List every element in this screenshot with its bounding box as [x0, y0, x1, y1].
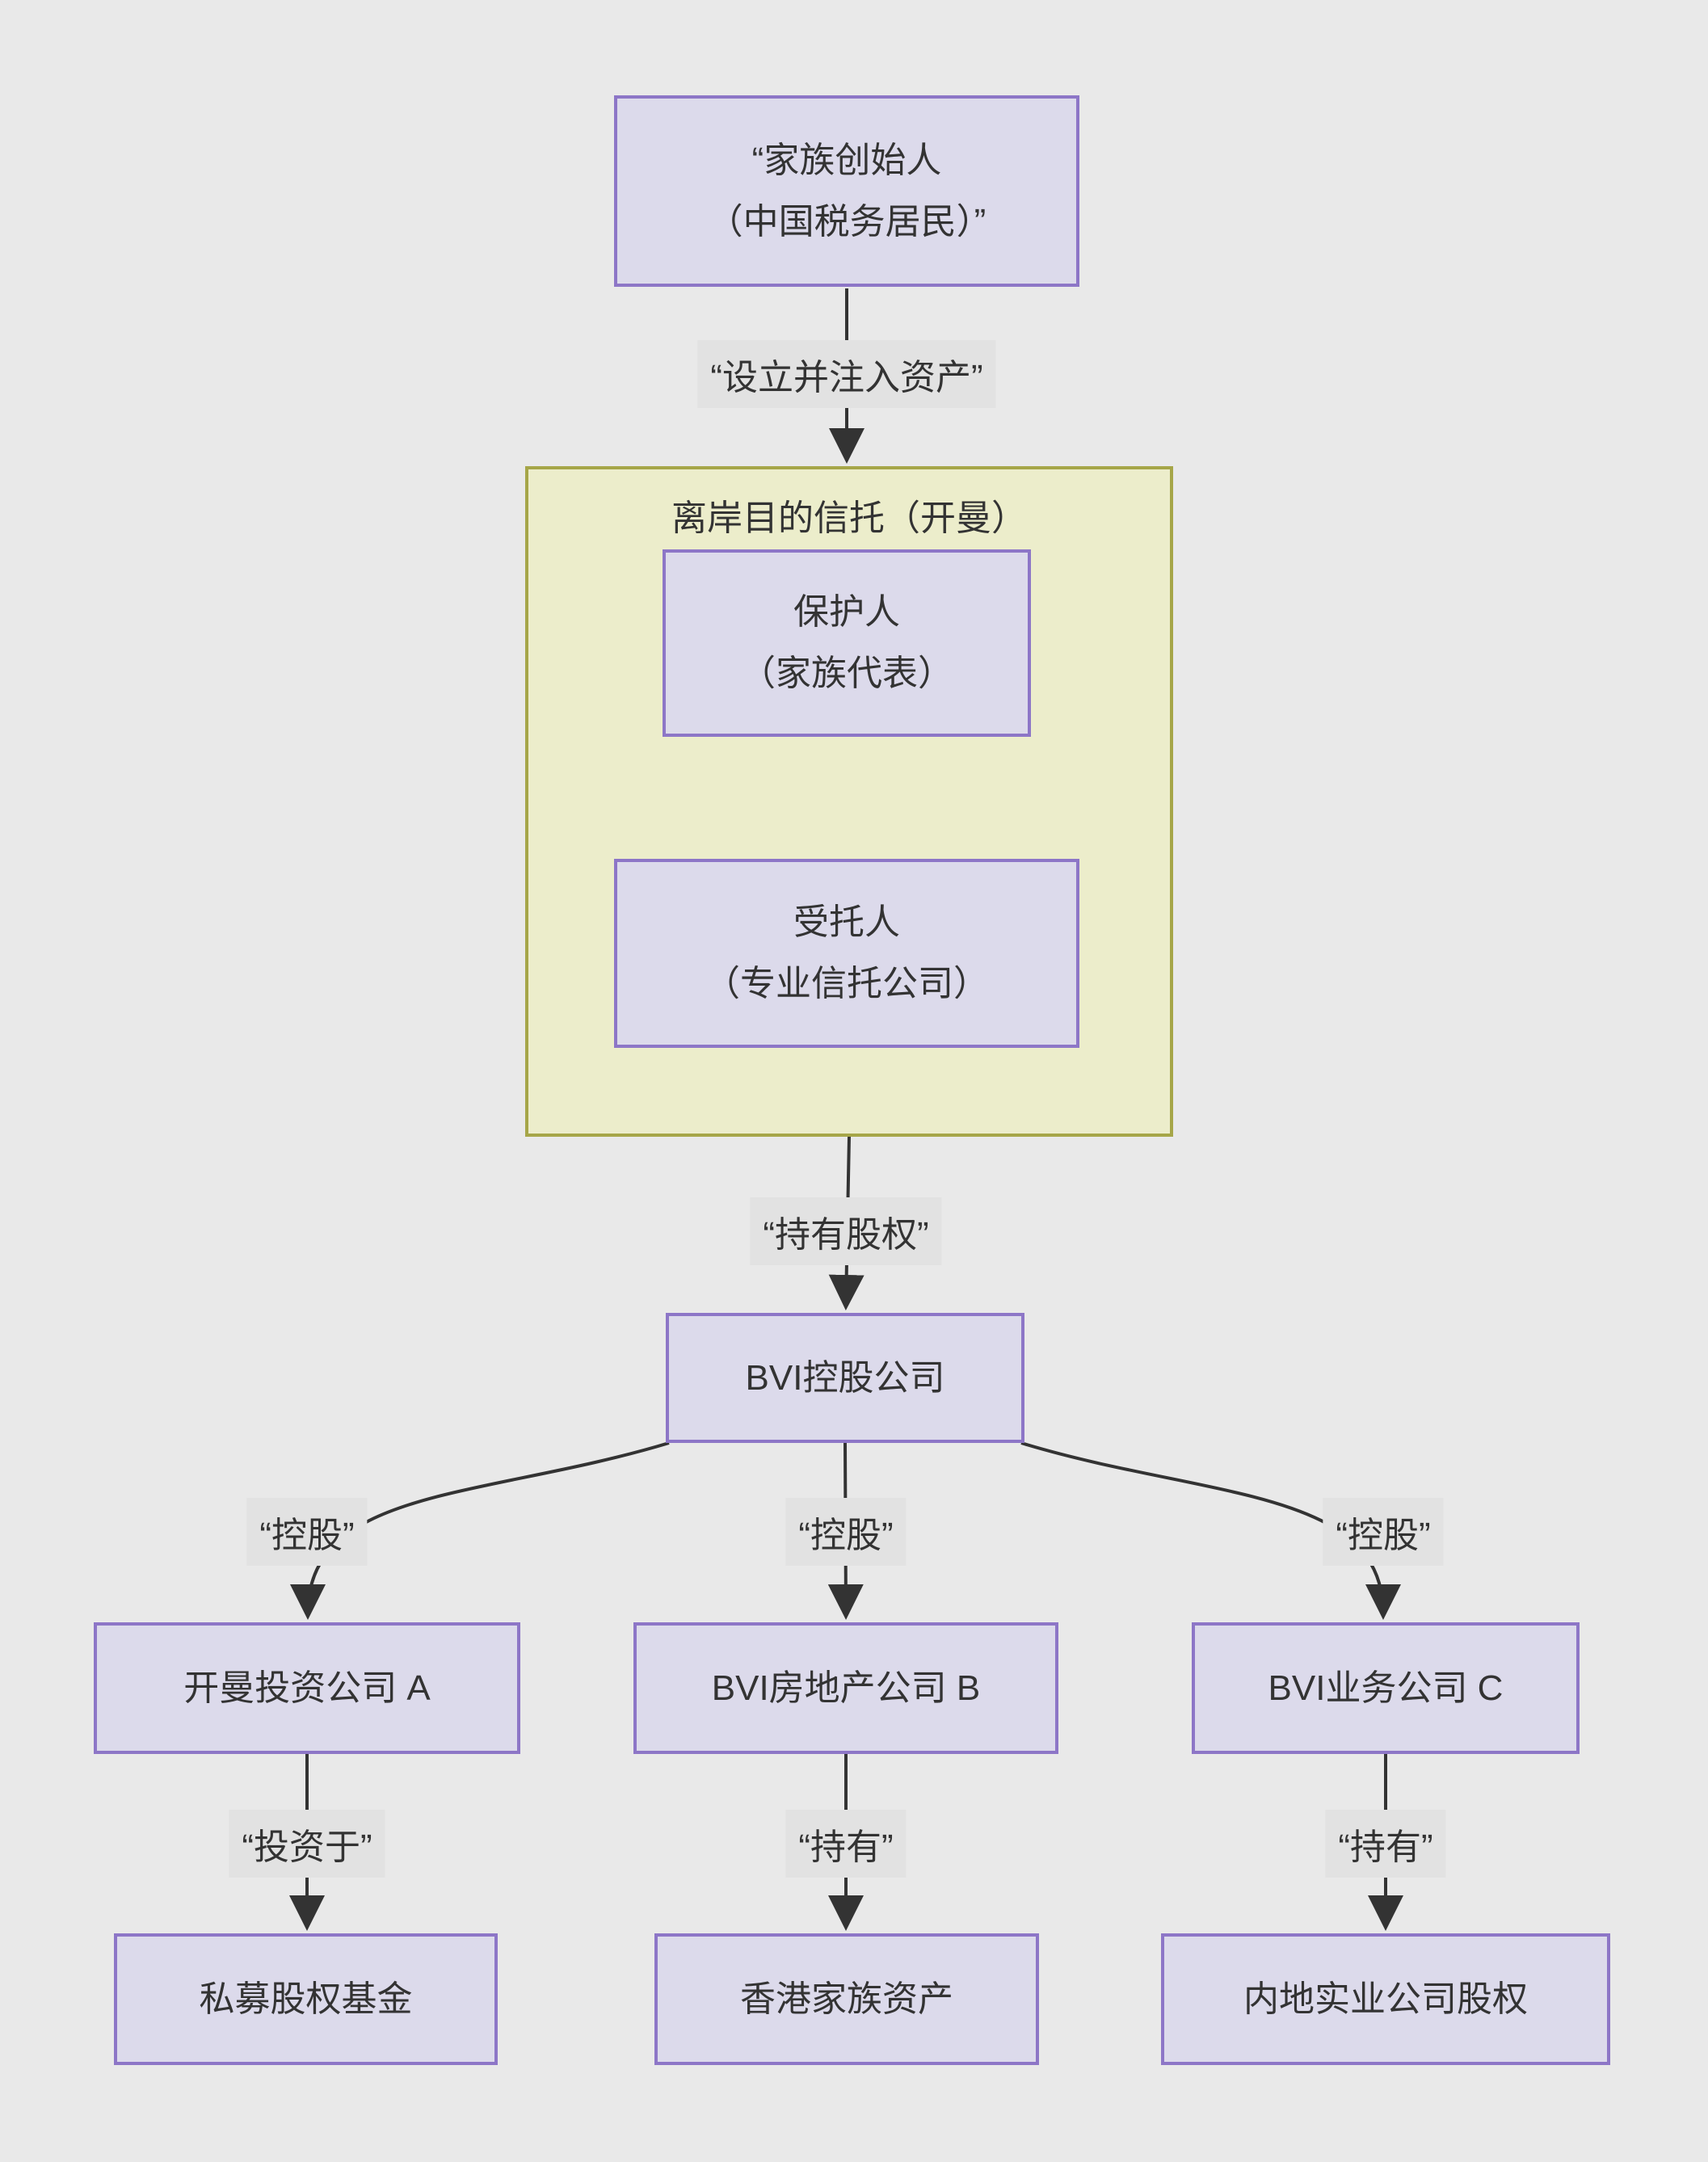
- node-mainland-equity: 内地实业公司股权: [1161, 1933, 1610, 2065]
- edge-label-invest-in: “投资于”: [229, 1810, 385, 1878]
- node-bvi-holding: BVI控股公司: [666, 1313, 1024, 1443]
- node-family-founder: “家族创始人 （中国税务居民）”: [614, 95, 1079, 287]
- node-bvi-realestate-b-label: BVI房地产公司 B: [711, 1668, 981, 1708]
- node-protector-line1: 保护人: [793, 592, 900, 633]
- edge-label-hold-c: “持有”: [1325, 1810, 1446, 1878]
- node-pe-fund: 私募股权基金: [114, 1933, 498, 2065]
- node-bvi-business-c-label: BVI业务公司 C: [1268, 1668, 1504, 1708]
- edge-label-control-c: “控股”: [1323, 1498, 1444, 1566]
- edge-label-hold-b: “持有”: [785, 1810, 907, 1878]
- edge-bvi-to-a: [290, 1441, 670, 1620]
- node-hk-assets: 香港家族资产: [654, 1933, 1039, 2065]
- node-bvi-realestate-b: BVI房地产公司 B: [633, 1622, 1058, 1754]
- edge-label-hold-equity: “持有股权”: [750, 1197, 942, 1265]
- edge-bvi-to-c: [1020, 1441, 1401, 1620]
- node-family-founder-line1: “家族创始人: [751, 140, 942, 180]
- edge-label-establish: “设立并注入资产”: [697, 340, 996, 408]
- node-trustee-line1: 受托人: [793, 902, 900, 943]
- node-protector: 保护人 （家族代表）: [663, 549, 1031, 737]
- node-cayman-invest-a-label: 开曼投资公司 A: [183, 1668, 431, 1708]
- node-bvi-holding-label: BVI控股公司: [745, 1357, 945, 1398]
- node-pe-fund-label: 私募股权基金: [199, 1979, 413, 2019]
- node-cayman-invest-a: 开曼投资公司 A: [94, 1622, 520, 1754]
- edge-label-control-b: “控股”: [785, 1498, 907, 1566]
- node-family-founder-line2: （中国税务居民）”: [707, 201, 987, 242]
- subgraph-title: 离岸目的信托（开曼）: [671, 498, 1027, 538]
- node-bvi-business-c: BVI业务公司 C: [1192, 1622, 1580, 1754]
- node-trustee: 受托人 （专业信托公司）: [614, 859, 1079, 1048]
- edge-label-control-a: “控股”: [246, 1498, 368, 1566]
- node-hk-assets-label: 香港家族资产: [740, 1979, 953, 2019]
- node-trustee-line2: （专业信托公司）: [705, 964, 989, 1003]
- node-mainland-equity-label: 内地实业公司股权: [1243, 1979, 1528, 2019]
- node-protector-line2: （家族代表）: [740, 654, 953, 693]
